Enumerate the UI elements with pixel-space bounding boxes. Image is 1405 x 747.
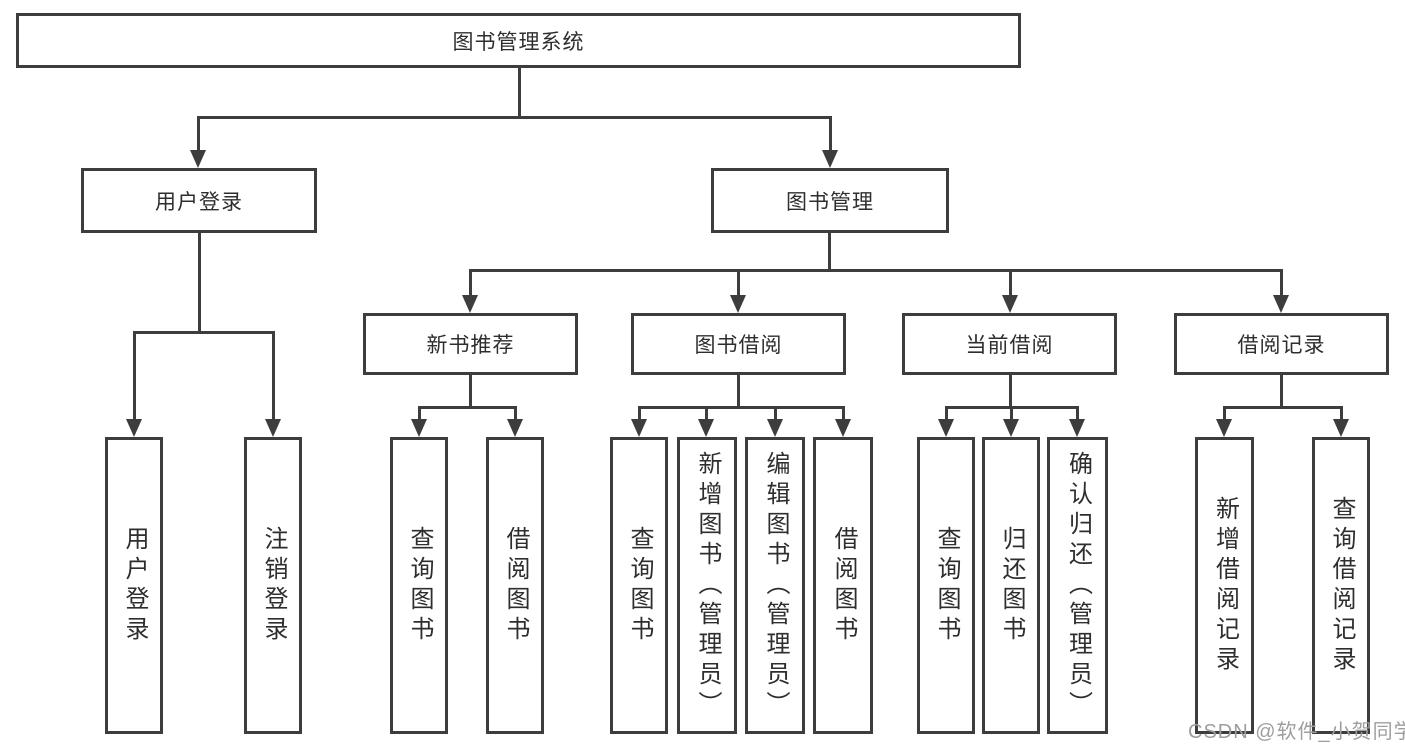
connector-current-stem <box>1009 373 1012 408</box>
arrow-down-icon <box>1002 295 1018 313</box>
leaf-newbook-borrow-books-label: 借阅图书 <box>502 525 529 646</box>
leaf-current-confirm-return-admin: 确认归还（管理员） <box>1047 437 1108 734</box>
node-book-borrowing: 图书借阅 <box>631 313 846 375</box>
arrow-down-icon <box>1216 419 1232 437</box>
node-book-management-label: 图书管理 <box>786 190 874 214</box>
connector-leaf-drop <box>705 406 708 421</box>
leaf-user-login-label: 用户登录 <box>121 525 148 646</box>
connector-userlogin-drop <box>197 116 200 152</box>
connector-newbook-hline <box>418 406 517 409</box>
connector-leaf-drop <box>1076 406 1079 421</box>
connector-leaf-drop <box>1010 406 1013 421</box>
leaf-records-query-borrow-record: 查询借阅记录 <box>1312 437 1370 734</box>
watermark: CSDN @软件_小贺同学 <box>1188 721 1405 743</box>
connector-leaf-drop <box>272 331 275 421</box>
connector-newbook-stem <box>469 373 472 408</box>
arrow-down-icon <box>631 419 647 437</box>
arrow-down-icon <box>126 419 142 437</box>
connector-leaf-drop <box>638 406 641 421</box>
arrow-down-icon <box>938 419 954 437</box>
connector-leaf-drop <box>514 406 517 421</box>
leaf-borrow-query-books: 查询图书 <box>610 437 668 734</box>
arrow-down-icon <box>1003 419 1019 437</box>
node-current-borrowing-label: 当前借阅 <box>965 334 1054 357</box>
connector-userlogin-hline <box>133 331 274 334</box>
connector-leaf-drop <box>1340 406 1343 421</box>
arrow-down-icon <box>1069 419 1085 437</box>
connector-records-stem <box>1280 373 1283 408</box>
arrow-down-icon <box>507 419 523 437</box>
connector-userlogin-stem <box>198 231 201 333</box>
arrow-down-icon <box>190 150 206 168</box>
connector-level3-drop <box>1280 269 1283 297</box>
connector-leaf-drop <box>133 331 136 421</box>
arrow-down-icon <box>698 419 714 437</box>
node-new-book-recommendation-label: 新书推荐 <box>426 334 515 357</box>
leaf-current-confirm-return-admin-label: 确认归还（管理员） <box>1064 450 1092 721</box>
leaf-borrow-add-books-admin-label: 新增图书（管理员） <box>694 450 721 721</box>
connector-records-hline <box>1223 406 1343 409</box>
connector-leaf-drop <box>1223 406 1226 421</box>
arrow-down-icon <box>411 419 427 437</box>
connector-level3-hline <box>469 269 1282 272</box>
leaf-borrow-borrow-books: 借阅图书 <box>813 437 873 734</box>
leaf-current-return-books: 归还图书 <box>982 437 1040 734</box>
arrow-down-icon <box>767 419 783 437</box>
connector-level3-drop <box>737 269 740 297</box>
leaf-current-query-books-label: 查询图书 <box>933 525 960 646</box>
node-book-management: 图书管理 <box>711 168 949 233</box>
leaf-records-query-borrow-record-label: 查询借阅记录 <box>1328 495 1355 676</box>
leaf-newbook-query-books-label: 查询图书 <box>406 525 433 646</box>
leaf-current-query-books: 查询图书 <box>917 437 975 734</box>
connector-leaf-drop <box>418 406 421 421</box>
leaf-borrow-borrow-books-label: 借阅图书 <box>830 525 857 646</box>
node-user-login-label: 用户登录 <box>155 190 243 214</box>
node-user-login: 用户登录 <box>81 168 317 233</box>
node-borrowing-records-label: 借阅记录 <box>1237 334 1326 357</box>
arrow-down-icon <box>730 295 746 313</box>
arrow-down-icon <box>835 419 851 437</box>
connector-borrow-hline <box>638 406 845 409</box>
leaf-user-login: 用户登录 <box>105 437 163 734</box>
leaf-records-add-borrow-record: 新增借阅记录 <box>1195 437 1254 734</box>
connector-root-stem <box>518 66 521 118</box>
leaf-borrow-add-books-admin: 新增图书（管理员） <box>677 437 737 734</box>
node-borrowing-records: 借阅记录 <box>1174 313 1389 375</box>
connector-borrow-stem <box>737 373 740 408</box>
connector-bookmgmt-drop <box>829 116 832 152</box>
arrow-down-icon <box>822 150 838 168</box>
leaf-newbook-query-books: 查询图书 <box>390 437 448 734</box>
node-book-borrowing-label: 图书借阅 <box>694 334 783 357</box>
leaf-logout-label: 注销登录 <box>260 525 287 646</box>
connector-leaf-drop <box>945 406 948 421</box>
node-current-borrowing: 当前借阅 <box>902 313 1117 375</box>
connector-level3-drop <box>469 269 472 297</box>
leaf-borrow-edit-books-admin-label: 编辑图书（管理员） <box>762 450 789 721</box>
arrow-down-icon <box>1273 295 1289 313</box>
connector-root-hline <box>197 116 832 119</box>
node-new-book-recommendation: 新书推荐 <box>363 313 578 375</box>
leaf-current-return-books-label: 归还图书 <box>998 525 1025 646</box>
node-library-system-label: 图书管理系统 <box>452 30 585 54</box>
connector-leaf-drop <box>842 406 845 421</box>
arrow-down-icon <box>462 295 478 313</box>
leaf-records-add-borrow-record-label: 新增借阅记录 <box>1211 495 1239 676</box>
arrow-down-icon <box>1333 419 1349 437</box>
connector-bookmgmt-stem <box>828 231 831 271</box>
leaf-borrow-query-books-label: 查询图书 <box>626 525 653 646</box>
connector-leaf-drop <box>774 406 777 421</box>
arrow-down-icon <box>265 419 281 437</box>
node-library-system: 图书管理系统 <box>16 13 1021 68</box>
connector-level3-drop <box>1009 269 1012 297</box>
leaf-borrow-edit-books-admin: 编辑图书（管理员） <box>745 437 805 734</box>
leaf-newbook-borrow-books: 借阅图书 <box>486 437 544 734</box>
leaf-logout: 注销登录 <box>244 437 302 734</box>
